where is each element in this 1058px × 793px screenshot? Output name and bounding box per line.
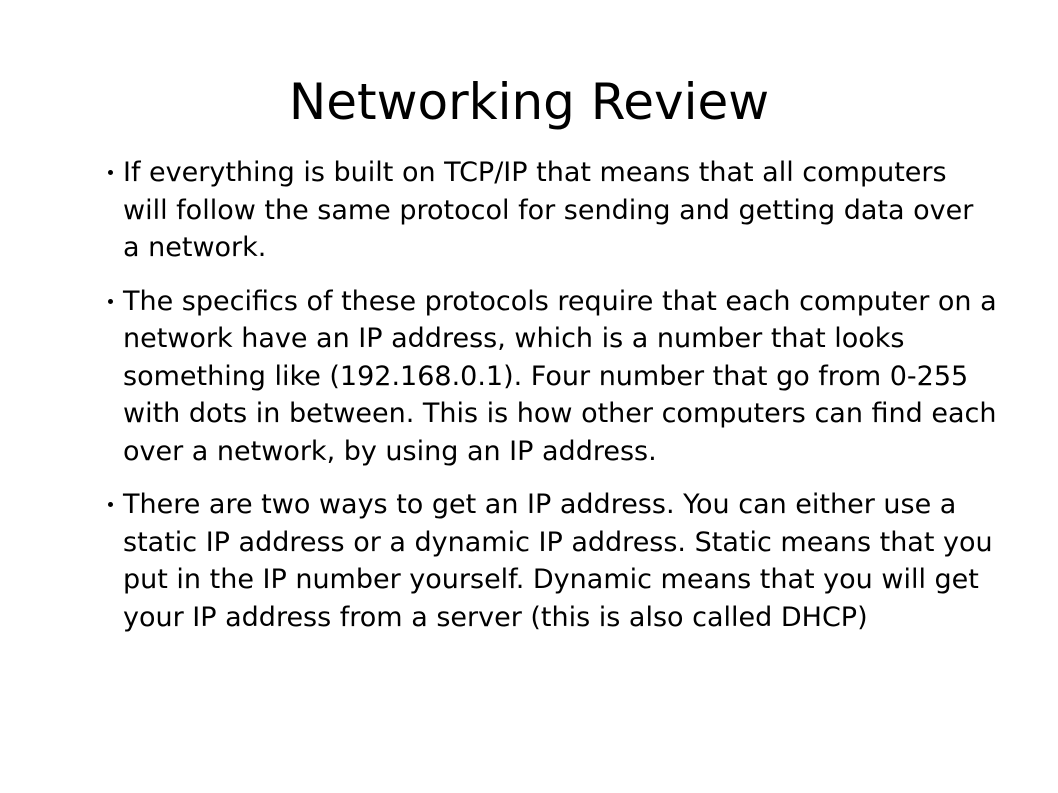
bullet-text: There are two ways to get an IP address.…: [123, 489, 993, 633]
bullet-dot-icon: [108, 502, 113, 507]
bullet-list: If everything is built on TCP/IP that me…: [108, 154, 998, 652]
bullet-item: The specifics of these protocols require…: [108, 283, 998, 471]
slide-title: Networking Review: [288, 73, 770, 131]
bullet-dot-icon: [108, 170, 113, 175]
bullet-text: If everything is built on TCP/IP that me…: [123, 157, 974, 263]
bullet-item: If everything is built on TCP/IP that me…: [108, 154, 998, 267]
bullet-dot-icon: [108, 298, 113, 304]
bullet-item: There are two ways to get an IP address.…: [108, 486, 998, 636]
bullet-text: The specifics of these protocols require…: [123, 285, 997, 467]
